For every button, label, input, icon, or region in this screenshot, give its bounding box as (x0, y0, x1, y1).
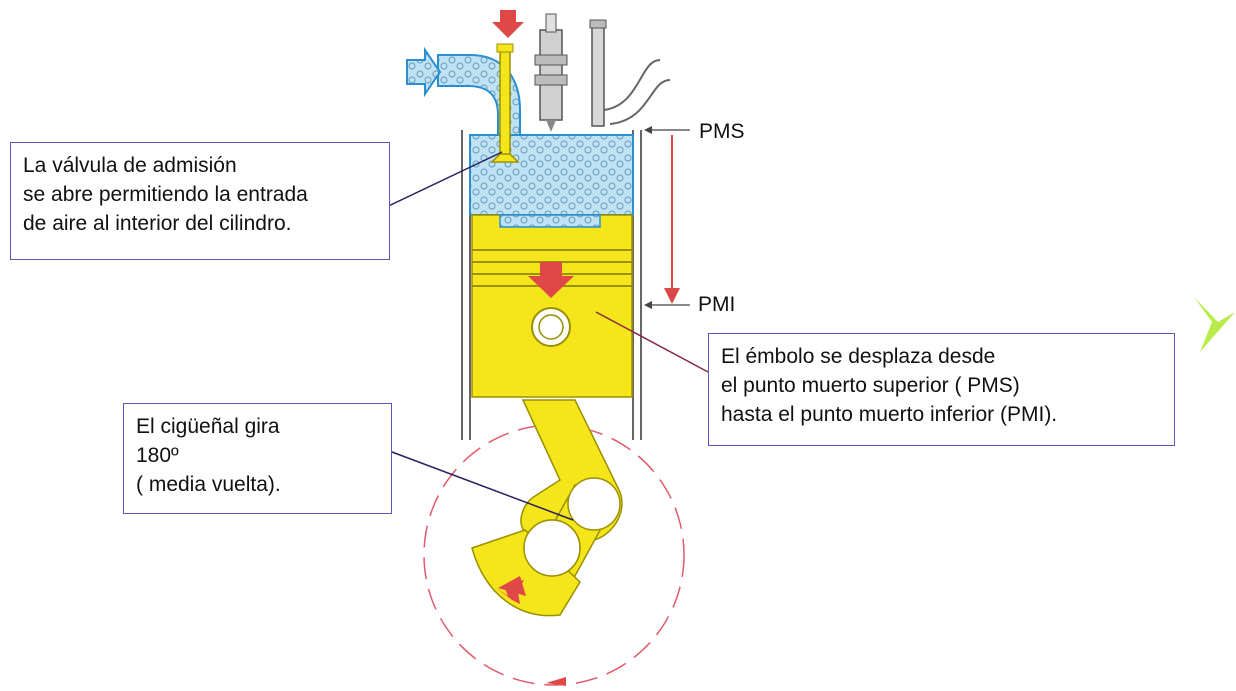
pmi-pointer (644, 301, 690, 309)
cylinder-air-charge (469, 134, 634, 228)
intake-valve (490, 43, 520, 163)
next-slide-marker (1194, 297, 1235, 352)
callout-line: 180º (136, 444, 179, 467)
crank-counterweight (471, 519, 581, 617)
piston-callout: El émbolo se desplaza desde el punto mue… (708, 333, 1175, 446)
air-inflow-arrow (406, 46, 442, 98)
injector (534, 13, 568, 132)
crankshaft-callout: El cigüeñal gira 180º ( media vuelta). (123, 403, 392, 514)
piston (471, 214, 633, 398)
callout-line: de aire al interior del cilindro. (23, 212, 292, 235)
callout-line: ( media vuelta). (136, 473, 281, 496)
pms-pointer (644, 126, 690, 134)
pmi-label: PMI (698, 293, 736, 316)
pms-label: PMS (699, 120, 745, 143)
callout-line: hasta el punto muerto inferior (PMI). (721, 403, 1058, 426)
crank-rotation-arrow (496, 576, 526, 604)
callout-line: el punto muerto superior ( PMS) (721, 374, 1020, 397)
intake-valve-callout: La válvula de admisión se abre permitien… (10, 142, 390, 260)
leader-lines (379, 151, 709, 521)
valve-open-arrow (492, 10, 524, 38)
callout-line: La válvula de admisión (23, 154, 237, 177)
piston-down-arrow (528, 262, 574, 298)
callout-line: El émbolo se desplaza desde (721, 345, 996, 368)
callout-line: El cigüeñal gira (136, 415, 280, 438)
callout-line: se abre permitiendo la entrada (23, 183, 308, 206)
spark-plug (589, 19, 671, 127)
stroke-arrow (664, 135, 680, 304)
